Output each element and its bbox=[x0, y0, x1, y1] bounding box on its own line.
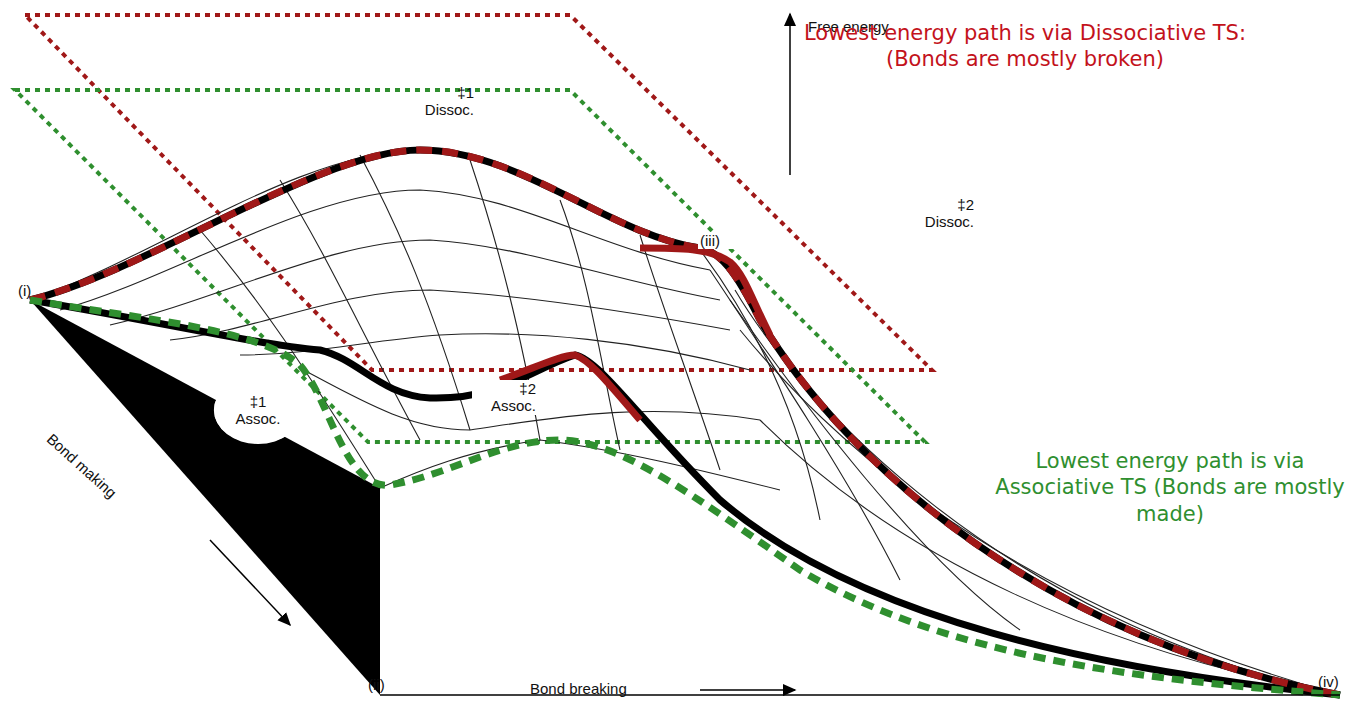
energy-axis bbox=[789, 14, 791, 175]
point-label: (i) bbox=[18, 282, 58, 299]
base-line bbox=[380, 694, 1340, 696]
point-label: (iii) bbox=[698, 232, 742, 249]
assoc-note: Lowest energy path is via Associative TS… bbox=[975, 448, 1365, 527]
axis-label: Bond breaking bbox=[530, 680, 670, 697]
breaking-arrow bbox=[700, 689, 795, 691]
ts-label: ‡2 Assoc. bbox=[472, 380, 538, 415]
point-label: (ii) bbox=[368, 676, 408, 693]
axis-label: Bond making bbox=[43, 430, 159, 536]
base-wedge bbox=[30, 300, 380, 695]
dissoc-highlight bbox=[640, 248, 770, 335]
dissoc-plane bbox=[25, 15, 932, 370]
dissoc-note: Lowest energy path is via Dissociative T… bbox=[790, 20, 1260, 73]
point-label: (iv) bbox=[1318, 673, 1358, 690]
wedge-hole bbox=[214, 376, 302, 444]
dissoc-route bbox=[30, 150, 1340, 695]
upper-path bbox=[30, 150, 1340, 695]
ts-label: ‡1 Assoc. bbox=[229, 393, 287, 428]
making-arrow bbox=[210, 540, 290, 625]
ts-label: ‡1 Dissoc. bbox=[412, 84, 474, 119]
ts-label: ‡2 Dissoc. bbox=[912, 196, 974, 231]
surface-mesh bbox=[30, 150, 1340, 695]
ts-ellipse: ‡1 Assoc. bbox=[213, 376, 303, 444]
